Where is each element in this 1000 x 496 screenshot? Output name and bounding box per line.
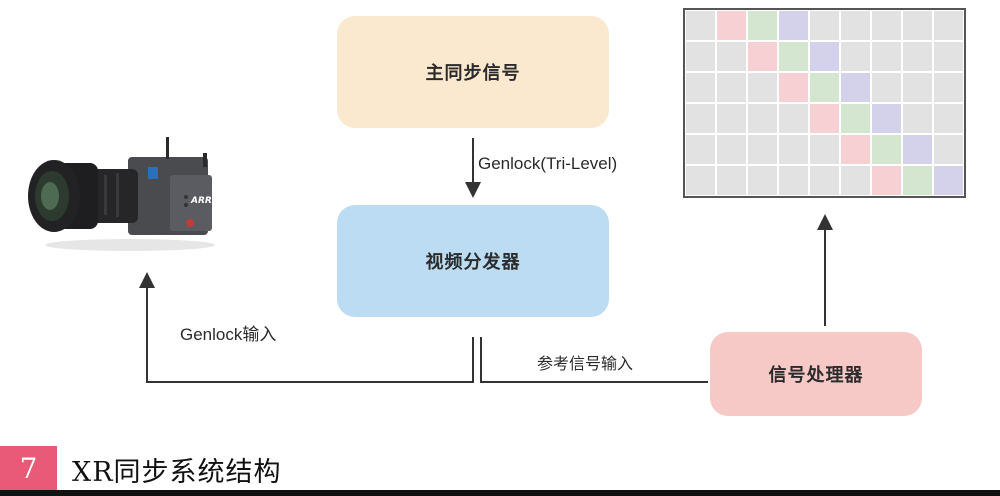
led-panel-cell	[841, 11, 870, 40]
led-panel-cell	[686, 42, 715, 71]
led-panel-cell	[748, 166, 777, 195]
led-panel-cell	[717, 73, 746, 102]
led-panel-cell	[686, 73, 715, 102]
led-panel-cell	[810, 135, 839, 164]
video-distributor-node: 视频分发器	[337, 205, 609, 317]
led-panel-cell	[748, 42, 777, 71]
led-panel-cell	[810, 11, 839, 40]
master-sync-node: 主同步信号	[337, 16, 609, 128]
led-panel-cell	[779, 73, 808, 102]
signal-processor-label: 信号处理器	[768, 365, 864, 386]
led-panel-cell	[810, 73, 839, 102]
led-panel-cell	[748, 135, 777, 164]
caption-title: XR同步系统结构	[72, 457, 282, 488]
led-panel-cell	[717, 11, 746, 40]
led-panel-cell	[934, 104, 963, 133]
led-panel-cell	[903, 42, 932, 71]
led-panel-cell	[810, 166, 839, 195]
led-panel-cell	[810, 42, 839, 71]
led-panel-cell	[934, 135, 963, 164]
led-panel-cell	[686, 166, 715, 195]
led-panel-cell	[872, 42, 901, 71]
led-panel-cell	[934, 11, 963, 40]
cinema-camera-icon: ARRI	[28, 137, 216, 251]
led-panel-cell	[903, 73, 932, 102]
led-panel-cell	[903, 135, 932, 164]
led-panel-cell	[748, 11, 777, 40]
led-panel-cell	[872, 104, 901, 133]
caption-divider	[0, 490, 1000, 496]
led-panel-cell	[779, 104, 808, 133]
genlock-tri-level-label: Genlock(Tri-Level)	[478, 154, 618, 173]
led-panel-cell	[810, 104, 839, 133]
led-panel-cell	[779, 166, 808, 195]
led-panel-cell	[779, 42, 808, 71]
figure-caption: 7 XR同步系统结构	[0, 446, 1000, 496]
led-panel-cell	[841, 104, 870, 133]
led-panel-cell	[903, 104, 932, 133]
led-panel-cell	[872, 166, 901, 195]
edge-distributor-to-camera	[139, 272, 474, 383]
led-panel-cell	[779, 135, 808, 164]
led-panel-cell	[841, 73, 870, 102]
led-panel-cell	[717, 42, 746, 71]
led-panel-cell	[717, 104, 746, 133]
led-panel-cell	[841, 166, 870, 195]
signal-processor-node: 信号处理器	[710, 332, 922, 416]
led-panel-cell	[872, 135, 901, 164]
led-panel-cell	[686, 135, 715, 164]
led-panel-cell	[934, 166, 963, 195]
led-panel-cell	[934, 73, 963, 102]
led-panel-cell	[872, 73, 901, 102]
master-sync-label: 主同步信号	[425, 63, 521, 84]
led-wall-grid-icon	[683, 8, 966, 198]
led-panel-cell	[717, 135, 746, 164]
reference-signal-input-label: 参考信号输入	[537, 354, 634, 373]
led-panel-cell	[686, 11, 715, 40]
led-panel-cell	[841, 135, 870, 164]
video-distributor-label: 视频分发器	[425, 252, 521, 273]
led-panel-cell	[841, 42, 870, 71]
led-panel-cell	[748, 73, 777, 102]
led-panel-cell	[686, 104, 715, 133]
led-panel-cell	[903, 166, 932, 195]
camera-brand-logo: ARRI	[190, 196, 216, 206]
led-panel-cell	[903, 11, 932, 40]
edge-processor-to-distributor	[480, 337, 708, 383]
led-panel-cell	[717, 166, 746, 195]
led-panel-cell	[779, 11, 808, 40]
led-panel-cell	[934, 42, 963, 71]
led-panel-cell	[872, 11, 901, 40]
caption-number-badge: 7	[0, 446, 57, 490]
genlock-input-label: Genlock输入	[180, 325, 277, 344]
led-panel-cell	[748, 104, 777, 133]
